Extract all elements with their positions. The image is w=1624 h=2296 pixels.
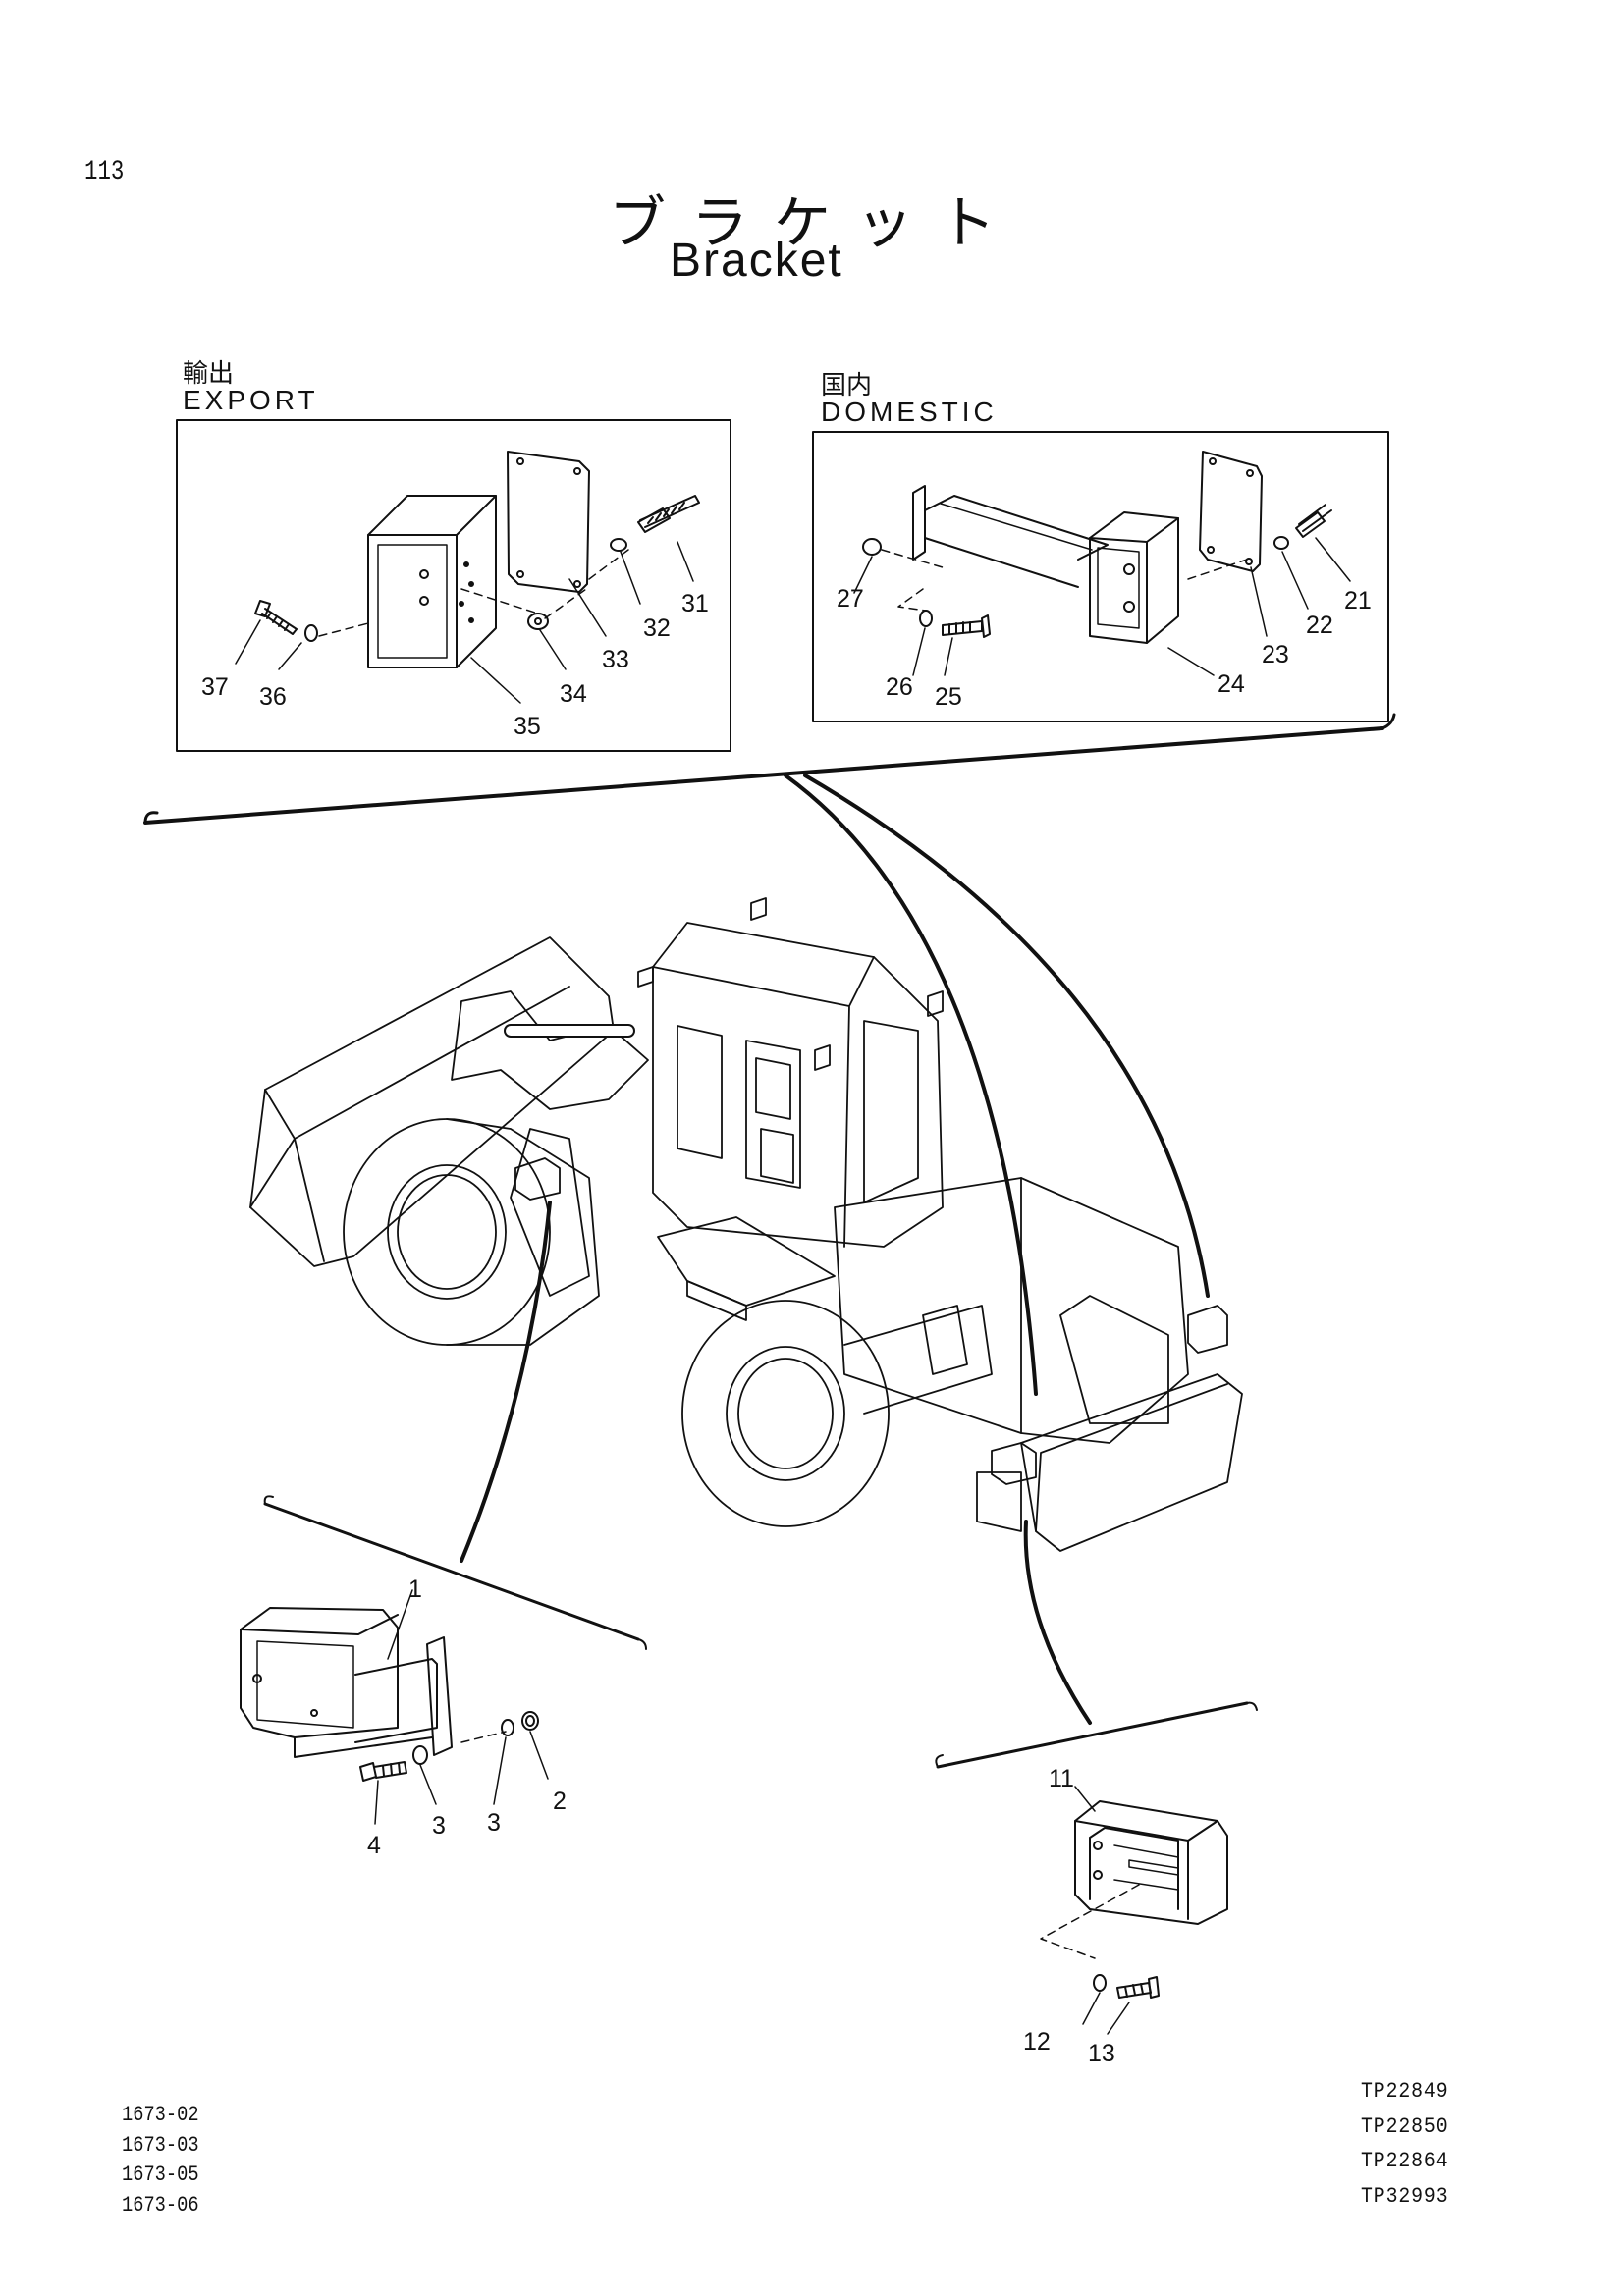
part-label-21: 21 (1344, 587, 1372, 614)
export-label: EXPORT (183, 385, 319, 415)
part-label-35: 35 (514, 713, 541, 740)
part-label-25: 25 (935, 683, 962, 711)
nut-34 (527, 613, 549, 630)
part-label-2: 2 (553, 1788, 567, 1815)
part-label-26: 26 (886, 673, 913, 701)
export-detail-box (176, 419, 731, 752)
lamp-bracket-35 (367, 495, 497, 668)
part-label-4: 4 (367, 1832, 381, 1859)
part-label-27: 27 (837, 585, 864, 613)
washer-22 (1273, 536, 1289, 550)
serial-code: 1673-05 (122, 2163, 199, 2187)
tp-code: TP22864 (1361, 2149, 1449, 2173)
washer-3a (501, 1719, 514, 1736)
lamp-bracket-1 (240, 1607, 453, 1758)
washer-36 (304, 624, 318, 642)
part-label-24: 24 (1218, 670, 1245, 698)
part-label-13: 13 (1088, 2040, 1115, 2067)
domestic-detail-box (812, 431, 1389, 722)
part-label-31: 31 (681, 590, 709, 617)
tp-code: TP22849 (1361, 2079, 1449, 2104)
domestic-label-japanese: 国内 (821, 371, 873, 400)
part-label-3: 3 (432, 1812, 446, 1840)
lamp-bracket-11 (1074, 1800, 1228, 1925)
bolt-21 (1295, 504, 1332, 538)
part-label-32: 32 (643, 614, 671, 642)
part-label-1: 1 (408, 1575, 422, 1603)
tp-code: TP32993 (1361, 2184, 1449, 2209)
nut-27 (862, 538, 882, 556)
part-label-12: 12 (1023, 2028, 1051, 2056)
plate-33 (507, 451, 590, 593)
bolt-25 (942, 614, 991, 638)
part-label-23: 23 (1262, 641, 1289, 668)
bolt-13 (1116, 1976, 1160, 1999)
part-label-11: 11 (1049, 1765, 1074, 1792)
part-label-22: 22 (1306, 612, 1333, 639)
part-label-3: 3 (487, 1809, 501, 1837)
page-title: Bracket (670, 235, 843, 287)
part-label-33: 33 (602, 646, 629, 673)
serial-code: 1673-02 (122, 2103, 199, 2127)
bolt-31 (637, 495, 700, 533)
page-title-japanese: ブラケット (609, 189, 1022, 256)
serial-code: 1673-03 (122, 2133, 199, 2158)
part-number-labels: 31 32 33 34 35 36 37 21 22 23 24 25 26 2… (201, 585, 1372, 2067)
part-label-37: 37 (201, 673, 229, 701)
tp-code: TP22850 (1361, 2114, 1449, 2139)
page-number: 113 (84, 157, 125, 187)
bolt-37 (254, 600, 298, 635)
nut-2 (521, 1711, 539, 1731)
export-label-japanese: 輸出 (183, 359, 235, 389)
washer-26 (919, 610, 933, 627)
washer-12 (1093, 1974, 1107, 1992)
part-label-36: 36 (259, 683, 287, 711)
domestic-label: DOMESTIC (821, 397, 998, 427)
washer-3b (412, 1745, 428, 1765)
wheel-loader-illustration (249, 897, 1243, 1552)
part-label-34: 34 (560, 680, 587, 708)
plate-23 (1199, 451, 1263, 572)
bolt-4 (359, 1761, 407, 1782)
washer-32 (610, 538, 627, 552)
lamp-bracket-24 (912, 485, 1179, 644)
serial-code: 1673-06 (122, 2193, 199, 2217)
